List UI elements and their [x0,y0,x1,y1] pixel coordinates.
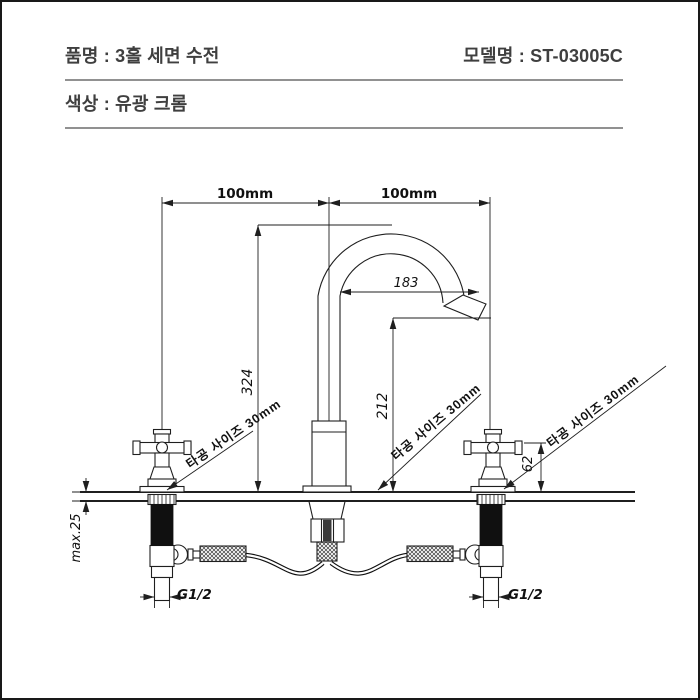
title-block: 품명 : 3홀 세면 수전 모델명 : ST-03005C 색상 : 유광 크롬 [65,42,623,129]
left-braid-hose [199,545,247,563]
hex-nut-shade [323,519,332,542]
center-braid-connector [316,541,338,562]
product-name-label: 품명 : 3홀 세면 수전 [65,46,220,66]
dimension-max25: max.25 [69,478,92,563]
left-handle-hub [155,441,169,454]
title-row: 품명 : 3홀 세면 수전 모델명 : ST-03005C [65,42,623,81]
color-row: 색상 : 유광 크롬 [65,81,623,129]
dimension-62: 62 [521,442,546,492]
dim-324: 324 [240,369,256,396]
faucet-spout [302,197,487,493]
right-handle-base-plate [470,485,516,493]
center-undercounter-assembly [308,500,346,562]
spout-body [311,420,347,493]
hole-size-label-left: 타공 사이즈 30mm [183,396,283,472]
dimension-324: 324 [240,224,392,492]
dim-100mm-right: 100mm [381,186,437,202]
left-handle-base-plate [139,485,185,493]
right-handle-hub [486,441,500,454]
thread-size-left: G1/2 [177,587,212,603]
color-label: 색상 : 유광 크롬 [65,94,188,114]
dim-212: 212 [375,393,391,420]
dim-100mm-left: 100mm [217,186,273,202]
supply-hoses [245,552,408,576]
dimension-top-100mm: 100mm 100mm [162,186,490,207]
left-undercounter-assembly [147,493,247,602]
thread-size-right: G1/2 [508,587,543,603]
right-locknut [476,493,506,506]
spout-base-flange [302,485,352,493]
right-undercounter-assembly [406,493,506,602]
hole-size-label-right: 타공 사이즈 30mm [544,371,642,450]
right-handle [463,197,523,493]
dim-max25: max.25 [69,514,84,563]
technical-drawing: 100mm 100mm 324 183 212 62 max.25 G1/2 [69,186,667,608]
dimension-212: 212 [375,317,491,492]
dim-62: 62 [521,456,536,473]
right-threaded-shank [479,504,503,546]
spout-nozzle [442,294,487,321]
dimension-g12-left: G1/2 [140,582,212,608]
left-threaded-shank [150,504,174,546]
model-name-label: 모델명 : ST-03005C [463,46,623,66]
right-braid-hose [406,545,454,563]
dim-183: 183 [394,276,419,291]
left-handle [132,197,192,493]
left-locknut [147,493,177,506]
dimension-g12-right: G1/2 [469,582,543,608]
dimension-183: 183 [340,276,479,296]
